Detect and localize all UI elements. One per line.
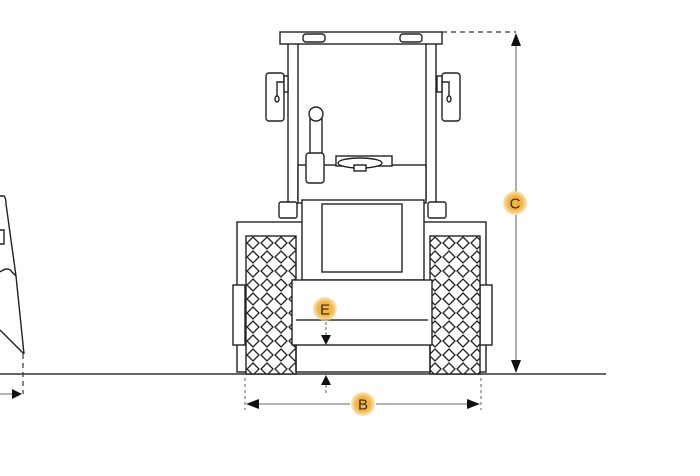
- right-mirror: [436, 72, 461, 122]
- exhaust-stack: [305, 106, 325, 184]
- dimension-e-clearance: [321, 322, 331, 395]
- marker-c: C: [503, 191, 527, 215]
- rops-canopy: [279, 31, 443, 205]
- left-tire: [245, 235, 297, 375]
- dimension-b-width: [244, 378, 482, 410]
- adjacent-side-view-fragment: [0, 195, 25, 399]
- marker-c-label: C: [510, 196, 521, 213]
- dimension-c-height: [442, 31, 521, 373]
- left-mirror: [265, 72, 289, 122]
- right-tire: [429, 235, 481, 375]
- marker-e: E: [313, 297, 337, 321]
- marker-b-label: B: [358, 397, 368, 414]
- marker-e-label: E: [320, 302, 330, 319]
- marker-b: B: [351, 392, 375, 416]
